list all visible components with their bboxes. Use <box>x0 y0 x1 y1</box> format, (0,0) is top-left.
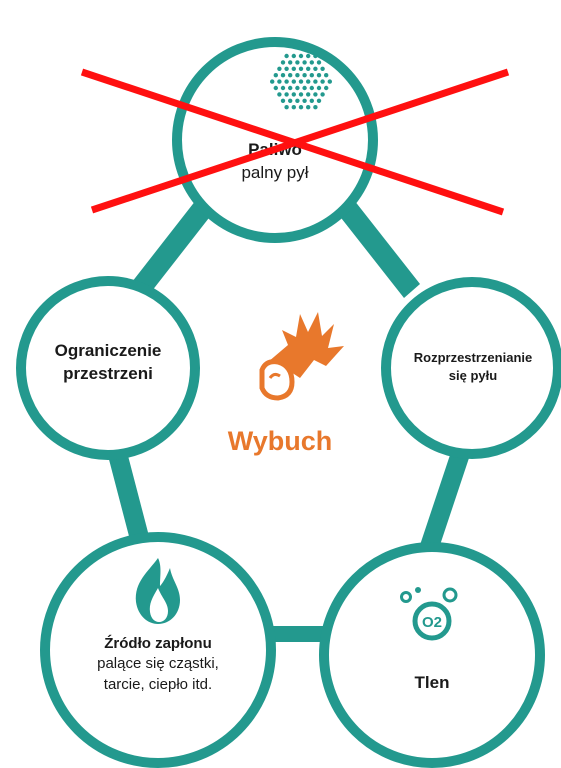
dust-dot <box>277 92 282 97</box>
node-circles <box>16 37 561 768</box>
dust-dot <box>306 66 311 72</box>
dust-dot <box>309 85 314 91</box>
dust-dot <box>327 79 332 84</box>
dust-dot <box>288 73 293 78</box>
dust-dot <box>273 85 278 91</box>
dispersion-label: Rozprzestrzenianie się pyłu <box>398 349 548 384</box>
circle-confinement <box>16 276 200 460</box>
dust-dot <box>280 85 286 91</box>
dust-dot <box>277 79 282 84</box>
dust-dot <box>291 79 296 84</box>
dispersion-line2: się pyłu <box>448 367 498 383</box>
circle-oxygen <box>319 542 545 768</box>
dust-dot <box>273 73 278 78</box>
dust-dot <box>280 60 286 65</box>
o2-icon: O2 <box>400 587 458 641</box>
dust-dot <box>313 66 318 72</box>
dust-dot <box>298 66 304 72</box>
dust-dot <box>313 79 318 84</box>
confinement-line1: Ograniczenie <box>54 341 162 360</box>
connector-dispersion-oxygen <box>420 455 470 545</box>
dust-dot <box>316 60 322 65</box>
dust-dot <box>306 79 311 84</box>
fuel-label: Paliwo palny pył <box>195 139 355 185</box>
dust-dot <box>298 92 304 97</box>
dust-dot <box>313 53 318 59</box>
dust-dot <box>288 85 293 91</box>
dust-dot <box>284 79 289 84</box>
dust-dot <box>295 73 300 78</box>
dust-dot <box>320 92 325 97</box>
confinement-label: Ograniczenie przestrzeni <box>28 340 188 386</box>
dust-dot <box>284 66 289 72</box>
ignition-line1: palące się cząstki, <box>97 655 219 673</box>
ignition-line2: tarcie, ciepło itd. <box>103 675 213 693</box>
dust-dot <box>316 85 322 91</box>
dust-dot <box>295 98 300 104</box>
dust-dot <box>291 53 296 59</box>
explosion-icon <box>259 312 344 401</box>
dust-dot <box>313 105 318 110</box>
confinement-line2: przestrzeni <box>63 363 153 383</box>
o2-text: O2 <box>422 614 442 631</box>
circle-dispersion <box>381 277 561 459</box>
dust-dot <box>288 60 293 65</box>
dust-dot <box>280 73 286 78</box>
dust-dot <box>284 53 289 59</box>
dust-dot <box>309 98 314 104</box>
dust-dot <box>309 60 314 65</box>
dust-dot <box>298 105 304 110</box>
dust-dot <box>295 60 300 65</box>
dust-dot <box>313 92 318 97</box>
dust-dot <box>291 105 296 110</box>
dust-dot <box>270 79 275 84</box>
dust-dot <box>277 66 282 72</box>
dust-dot <box>291 66 296 72</box>
dust-dot <box>280 98 286 104</box>
dust-dot <box>306 92 311 97</box>
dust-dot <box>306 105 311 110</box>
dust-dot <box>288 98 293 104</box>
dust-dot <box>302 73 307 78</box>
dust-dot <box>284 92 289 97</box>
dust-dot <box>302 85 307 91</box>
dust-dot <box>302 98 307 104</box>
connector-confinement-ignition <box>106 448 150 540</box>
dispersion-line1: Rozprzestrzenianie <box>413 350 533 365</box>
dust-dot <box>316 73 322 78</box>
ignition-title: Źródło zapłonu <box>104 635 212 652</box>
dust-dot <box>306 53 311 59</box>
dust-dot <box>324 73 329 78</box>
oxygen-label: Tlen <box>414 673 450 692</box>
dust-dot <box>291 92 296 97</box>
connector-fuel-confinement <box>132 200 212 296</box>
dust-dot <box>302 60 307 65</box>
circle-ignition <box>40 532 276 768</box>
ignition-label: Źródło zapłonu palące się cząstki, tarci… <box>68 634 248 695</box>
connector-fuel-dispersion <box>338 200 420 298</box>
fuel-subtitle: palny pył <box>241 162 309 182</box>
dust-dot <box>320 66 325 72</box>
dust-dot <box>324 85 329 91</box>
dust-dot <box>316 98 322 104</box>
dust-dot <box>295 85 300 91</box>
dust-dot <box>284 105 289 110</box>
dust-dot <box>309 73 314 78</box>
dust-dot <box>298 53 304 59</box>
dust-dot <box>320 79 325 84</box>
center-label: Wybuch <box>227 426 333 456</box>
flame-icon <box>135 558 180 624</box>
dust-dot <box>298 79 304 84</box>
fuel-title: Paliwo <box>248 140 302 159</box>
